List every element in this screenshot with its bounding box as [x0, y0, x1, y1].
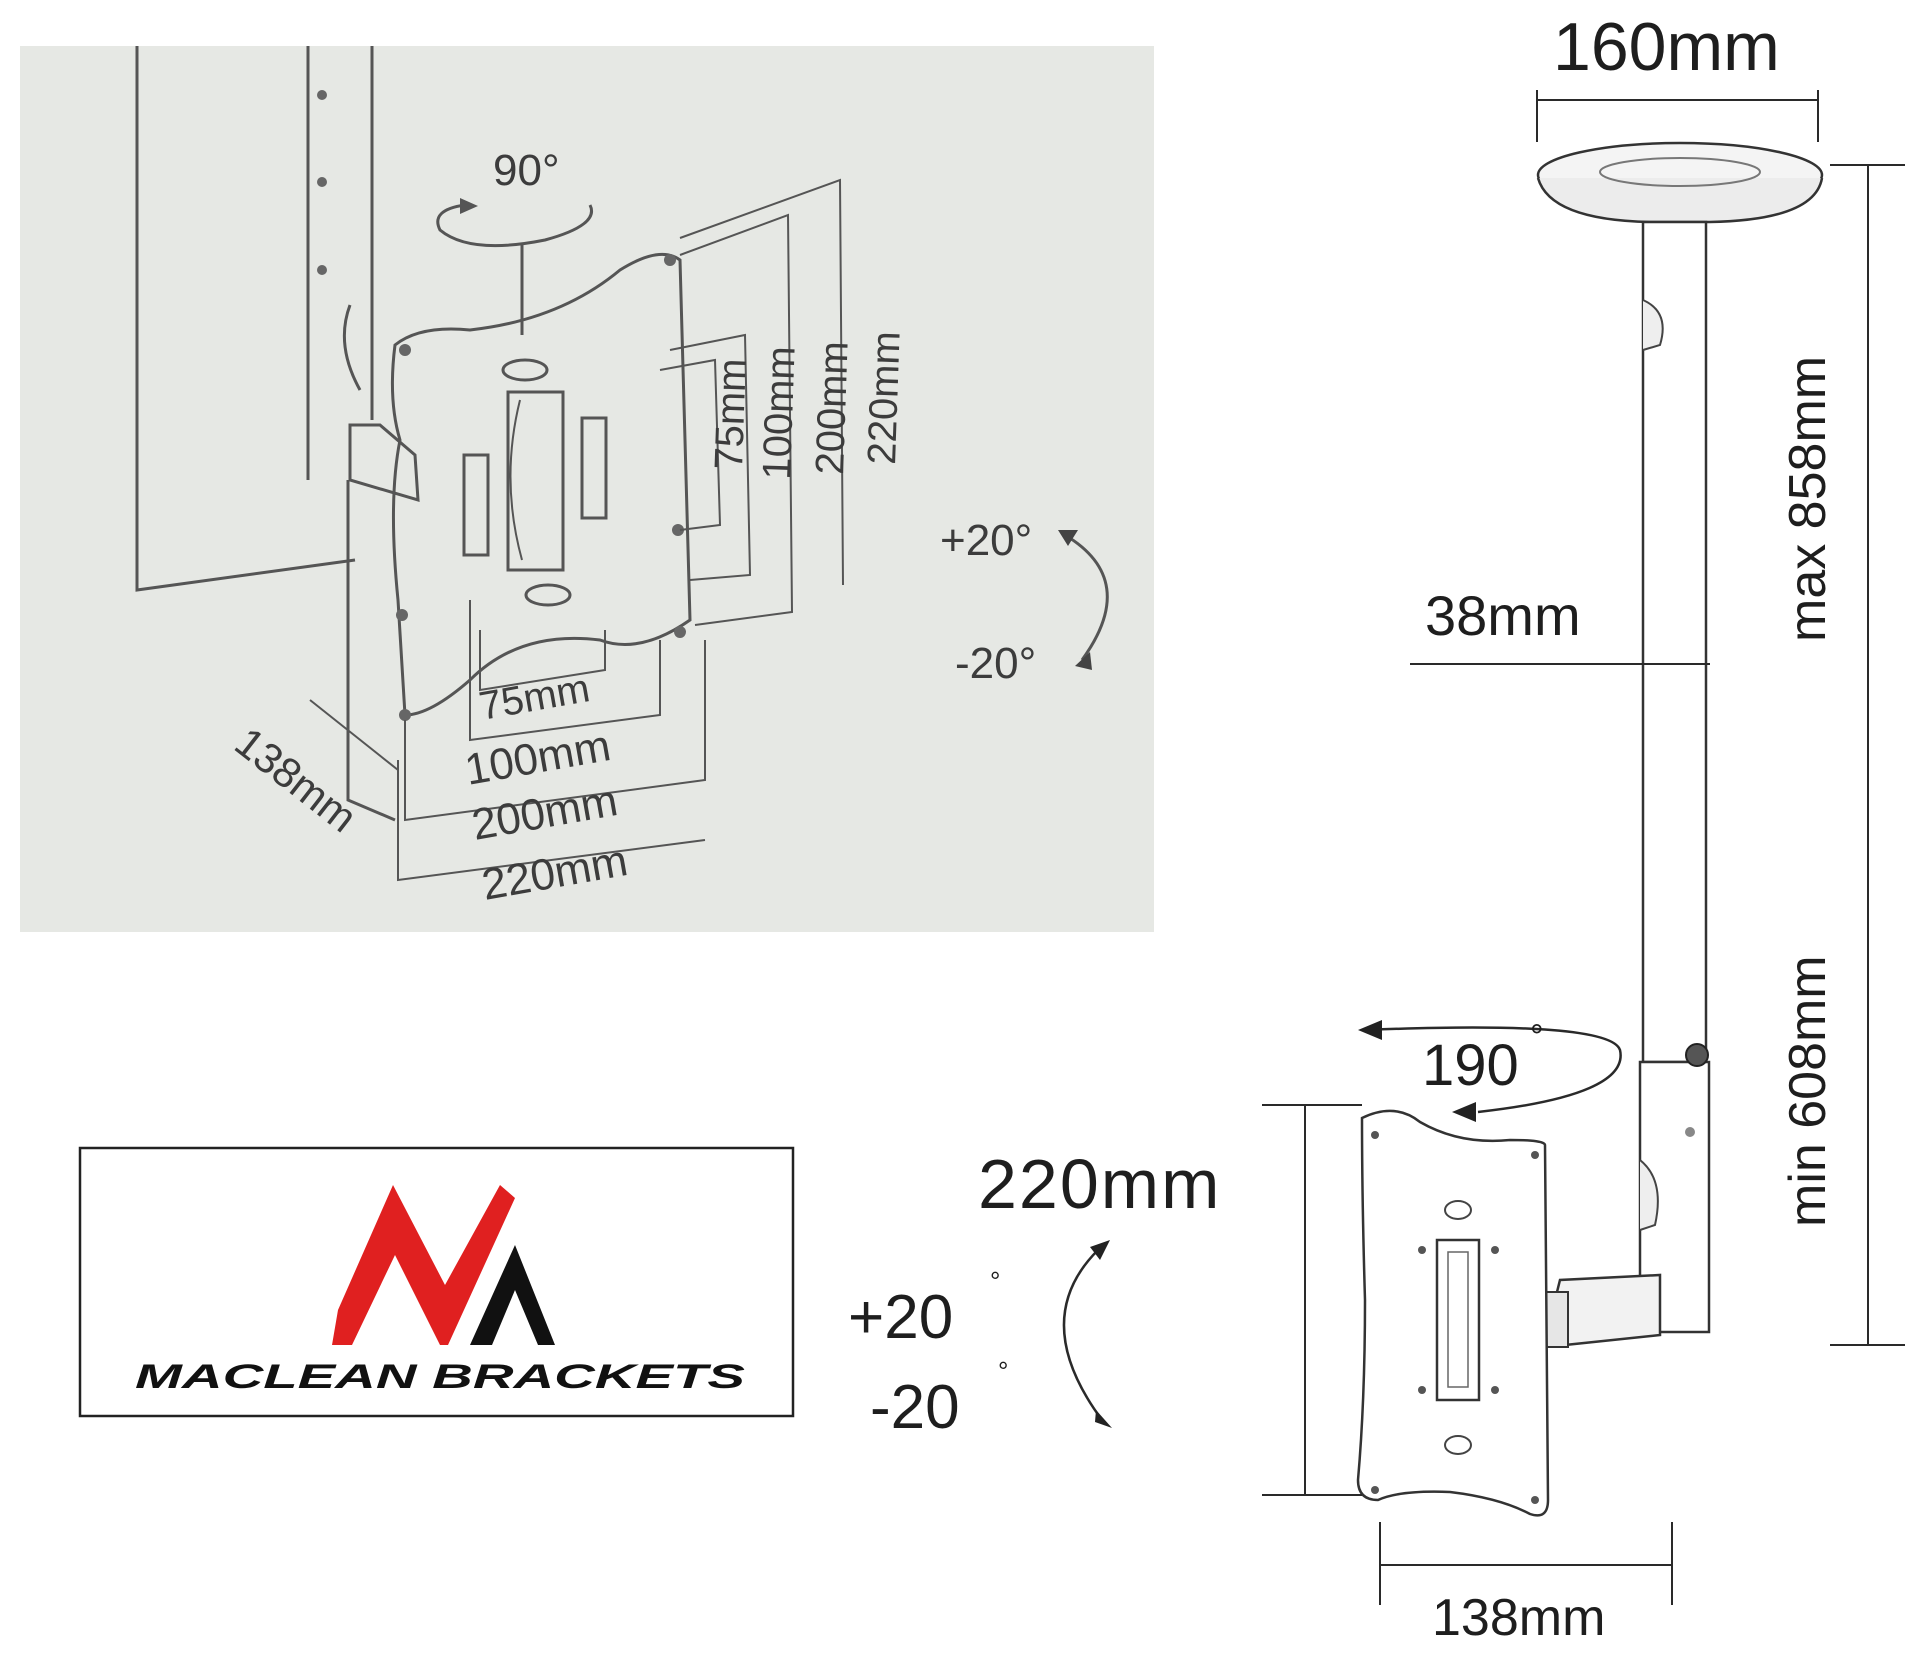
technical-drawing: 160mm 38mm max 858mm min 608mm 190 — [848, 9, 1905, 1647]
tilt-indicator: +20 ° -20 ° — [848, 1240, 1112, 1442]
photo-dim-v-220: 220mm — [860, 330, 909, 465]
ceiling-plate — [1536, 141, 1824, 224]
max-height-label: max 858mm — [1779, 356, 1837, 642]
installation-photo: 90° 75mm 100mm 200mm 220mm 75mm 100mm 20… — [20, 46, 1154, 932]
pole-diameter-label: 38mm — [1425, 584, 1581, 647]
swivel-indicator: 190 ° — [1358, 1018, 1622, 1122]
tilt-up-unit: ° — [990, 1266, 1000, 1296]
logo-red-m — [332, 1185, 515, 1345]
plate-width-label: 160mm — [1553, 9, 1780, 85]
photo-tilt-down: -20° — [955, 639, 1036, 688]
tilt-up-label: +20 — [848, 1283, 953, 1352]
photo-dim-v-200: 200mm — [808, 340, 857, 475]
tilt-down-unit: ° — [998, 1356, 1008, 1386]
bracket-arm — [1537, 1273, 1662, 1348]
brand-logo: MACLEAN BRACKETS — [78, 1146, 795, 1418]
swivel-value: 190 — [1422, 1033, 1519, 1098]
bracket-width-label: 138mm — [1432, 1589, 1605, 1647]
telescopic-pole — [1638, 220, 1711, 1334]
photo-rotation-label: 90° — [493, 146, 560, 195]
swivel-unit: ° — [1530, 1018, 1544, 1056]
min-height-label: min 608mm — [1779, 955, 1837, 1227]
logo-black-a — [470, 1245, 555, 1345]
photo-tilt-up: +20° — [940, 516, 1032, 565]
photo-dim-v-100: 100mm — [755, 345, 804, 480]
vesa-plate — [1356, 1109, 1550, 1517]
bracket-height-label: 220mm — [978, 1145, 1221, 1223]
logo-brand-text: MACLEAN BRACKETS — [135, 1358, 746, 1396]
photo-dim-v-75: 75mm — [707, 358, 755, 471]
tilt-down-label: -20 — [870, 1373, 960, 1442]
